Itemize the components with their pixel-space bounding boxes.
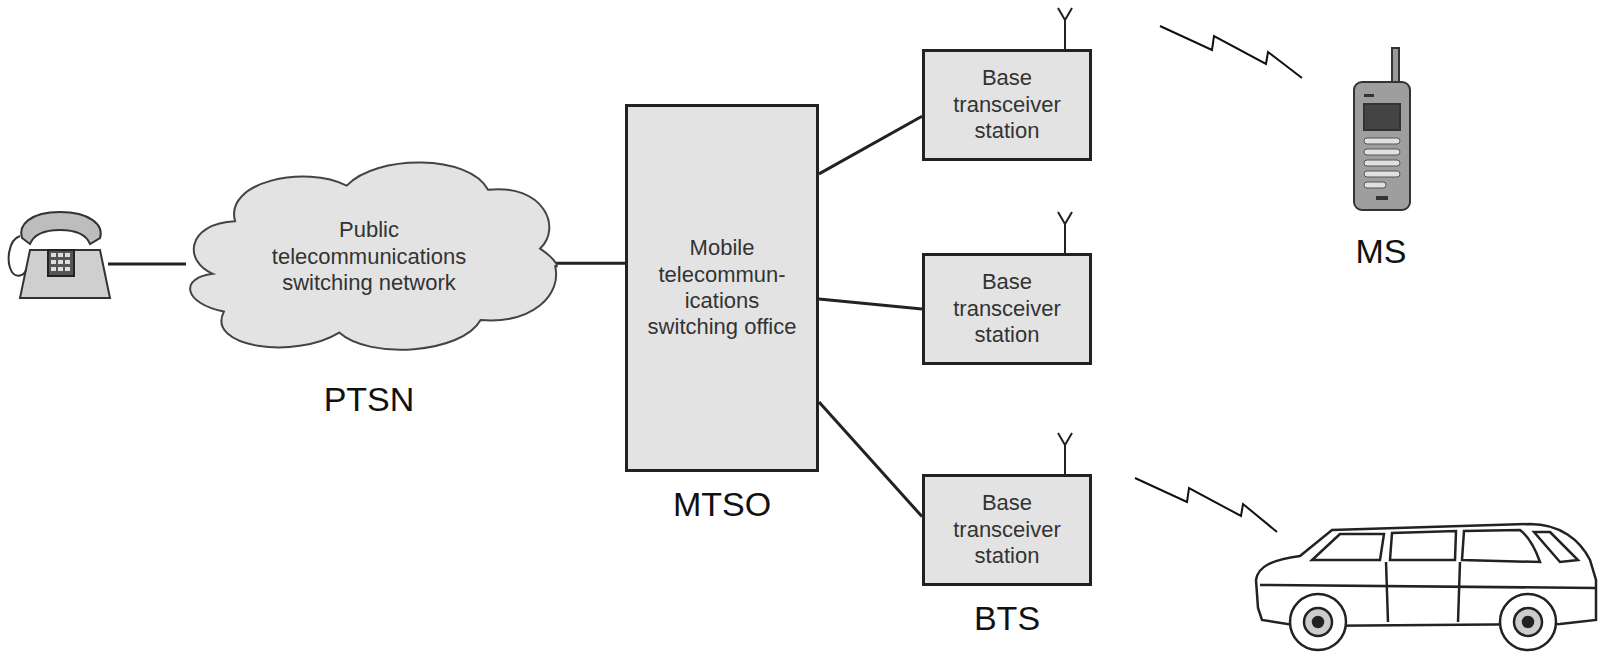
node-text: Public telecommunications switching netw… (254, 217, 484, 296)
node-caption: BTS (974, 599, 1040, 638)
trunk-line (819, 299, 922, 309)
node-text: Mobile telecommun- ications switching of… (647, 235, 797, 341)
trunk-line (555, 262, 625, 265)
station-wagon-car (1256, 524, 1596, 650)
device-label: MS (1356, 232, 1407, 271)
desk-telephone (9, 212, 110, 298)
node-text: Base transceiver station (942, 65, 1072, 144)
switch-box: Base transceiver station (922, 49, 1092, 161)
network-cloud: Public telecommunications switching netw… (183, 152, 555, 362)
switch-box: Mobile telecommun- ications switching of… (625, 104, 819, 472)
switch-box: Base transceiver stationBTS (922, 474, 1092, 586)
phone-line (108, 263, 186, 266)
node-caption: MTSO (673, 485, 771, 524)
trunk-line (819, 116, 922, 174)
radio-link (1135, 26, 1302, 532)
switch-box: Base transceiver station (922, 253, 1092, 365)
trunk-line (819, 402, 922, 516)
node-text: Base transceiver station (942, 490, 1072, 569)
node-text: Base transceiver station (942, 269, 1072, 348)
node-caption: PTSN (324, 380, 415, 419)
mobile-phone (1354, 48, 1410, 210)
